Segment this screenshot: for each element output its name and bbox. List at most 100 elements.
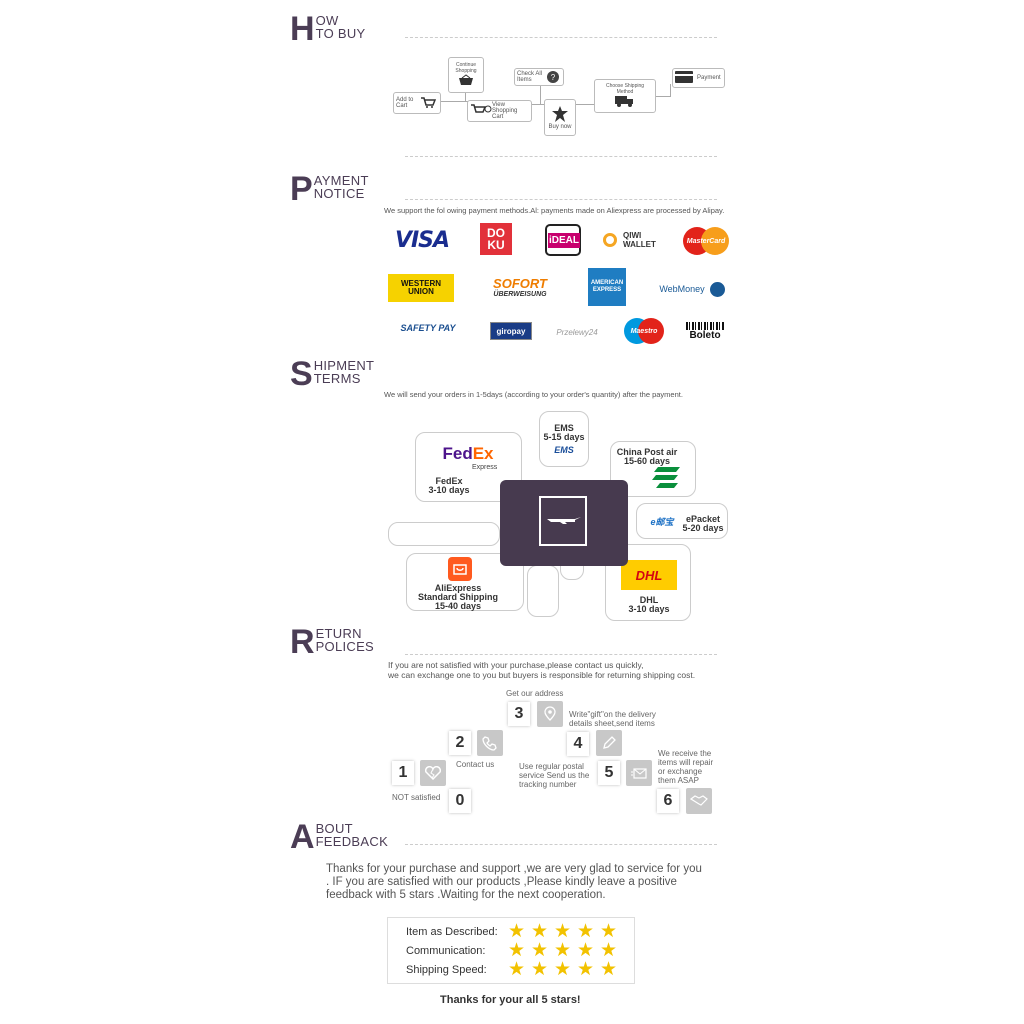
heading-line1: HIPMENT	[313, 358, 375, 373]
step-label: Continue Shopping	[455, 62, 477, 74]
carrier-days: 15-40 days	[434, 601, 482, 611]
connector-box	[388, 522, 500, 546]
logo-text: DO	[487, 226, 505, 240]
step-2-text: Contact us	[456, 760, 495, 769]
badge-icon	[552, 105, 568, 124]
star-icon: ★	[577, 921, 595, 942]
thanks-text: Thanks for your all 5 stars!	[440, 994, 581, 1006]
logo-text: Maestro	[630, 327, 658, 335]
globe-icon	[709, 281, 725, 297]
carrier-name: China Post air	[616, 447, 678, 457]
visa-logo: VISA	[394, 227, 450, 253]
step-label: View Shopping Cart	[492, 102, 518, 120]
connector-box	[527, 565, 559, 617]
send-mail-icon	[626, 760, 652, 786]
heading-initial: A	[290, 818, 315, 856]
step-view-cart: View Shopping Cart	[467, 100, 532, 122]
heading-line1: ETURN	[315, 626, 362, 641]
china-post-icon	[652, 463, 682, 491]
maestro-logo: Maestro	[624, 318, 664, 344]
logo-text: WebMoney	[659, 284, 705, 294]
cart-icon	[420, 96, 437, 110]
heading-initial: R	[290, 623, 315, 661]
dhl-logo: DHL	[621, 560, 677, 590]
truck-icon	[615, 95, 635, 109]
logo-text: ÜBERWEISUNG	[493, 291, 547, 298]
logo-text: Boleto	[689, 329, 721, 341]
carrier-days: 3-10 days	[428, 485, 470, 495]
location-icon	[537, 701, 563, 727]
flow-line	[670, 84, 671, 97]
plane-center-box	[500, 480, 628, 566]
step-payment: Payment	[672, 68, 725, 88]
payment-intro: We support the fol owing payment methods…	[384, 206, 725, 215]
logo-text: EXPRESS	[592, 287, 622, 293]
logo-text: Fed	[442, 444, 473, 463]
step-number-0: 0	[449, 789, 471, 813]
text-line: details sheet,send items	[569, 719, 655, 728]
flow-line	[440, 101, 470, 102]
sofort-logo: SOFORT ÜBERWEISUNG	[484, 276, 556, 302]
logo-text: Ex	[472, 444, 494, 463]
card-icon	[675, 71, 693, 85]
star-icon: ★	[600, 940, 618, 961]
phone-icon	[477, 730, 503, 756]
question-icon: ?	[547, 71, 559, 83]
step-choose-shipping: Choose Shipping Method	[594, 79, 656, 113]
logo-text: AMERICAN	[590, 280, 624, 286]
carrier-days: 5-15 days	[543, 432, 585, 442]
star-icon: ★	[577, 959, 595, 980]
step-number-3: 3	[508, 702, 530, 726]
star-icon: ★	[554, 959, 572, 980]
star-icon: ★	[554, 940, 572, 961]
heading-initial: P	[290, 170, 313, 208]
step-buy-now: Buy now	[544, 99, 576, 136]
qiwi-circle-icon	[603, 233, 617, 247]
divider	[405, 654, 717, 655]
flow-line	[532, 104, 544, 105]
cart-search-icon	[470, 103, 492, 119]
mastercard-logo: MasterCard	[683, 227, 729, 255]
text-line: or exchange	[658, 767, 703, 776]
text-line: tracking number	[519, 780, 577, 789]
step-label: Add to Cart	[396, 97, 414, 109]
rating-label: Communication:	[406, 945, 486, 957]
star-icon: ★	[508, 959, 526, 980]
mastercard-circles-icon	[701, 227, 729, 255]
star-icon: ★	[508, 940, 526, 961]
logo-text: MasterCard	[686, 237, 726, 245]
basket-icon	[458, 74, 474, 88]
step-3-top-text: Get our address	[506, 689, 564, 698]
ideal-logo: iDEAL	[545, 224, 581, 256]
carrier-name: EMS	[554, 423, 574, 433]
fedex-express-text: Express	[472, 464, 498, 471]
heading-line1: OW	[315, 13, 339, 28]
step-number-2: 2	[449, 731, 471, 755]
logo-text: KU	[487, 238, 505, 252]
step-number-6: 6	[657, 789, 679, 813]
heading-line2: TERMS	[313, 371, 361, 386]
ems-logo: EMS	[554, 445, 574, 455]
text-line: We receive the	[658, 749, 712, 758]
przelewy-logo: Przelewy24	[556, 327, 598, 337]
handshake-icon	[686, 788, 712, 814]
return-intro-2: we can exchange one to you but buyers is…	[388, 670, 696, 680]
pencil-icon	[596, 730, 622, 756]
heading-line2: NOTICE	[313, 186, 365, 201]
step-continue-shopping: Continue Shopping	[448, 57, 484, 93]
flow-line	[656, 96, 670, 97]
return-intro-1: If you are not satisfied with your purch…	[388, 660, 644, 670]
step-number-1: 1	[392, 761, 414, 785]
star-icon: ★	[554, 921, 572, 942]
logo-text: WESTERN	[401, 279, 441, 288]
